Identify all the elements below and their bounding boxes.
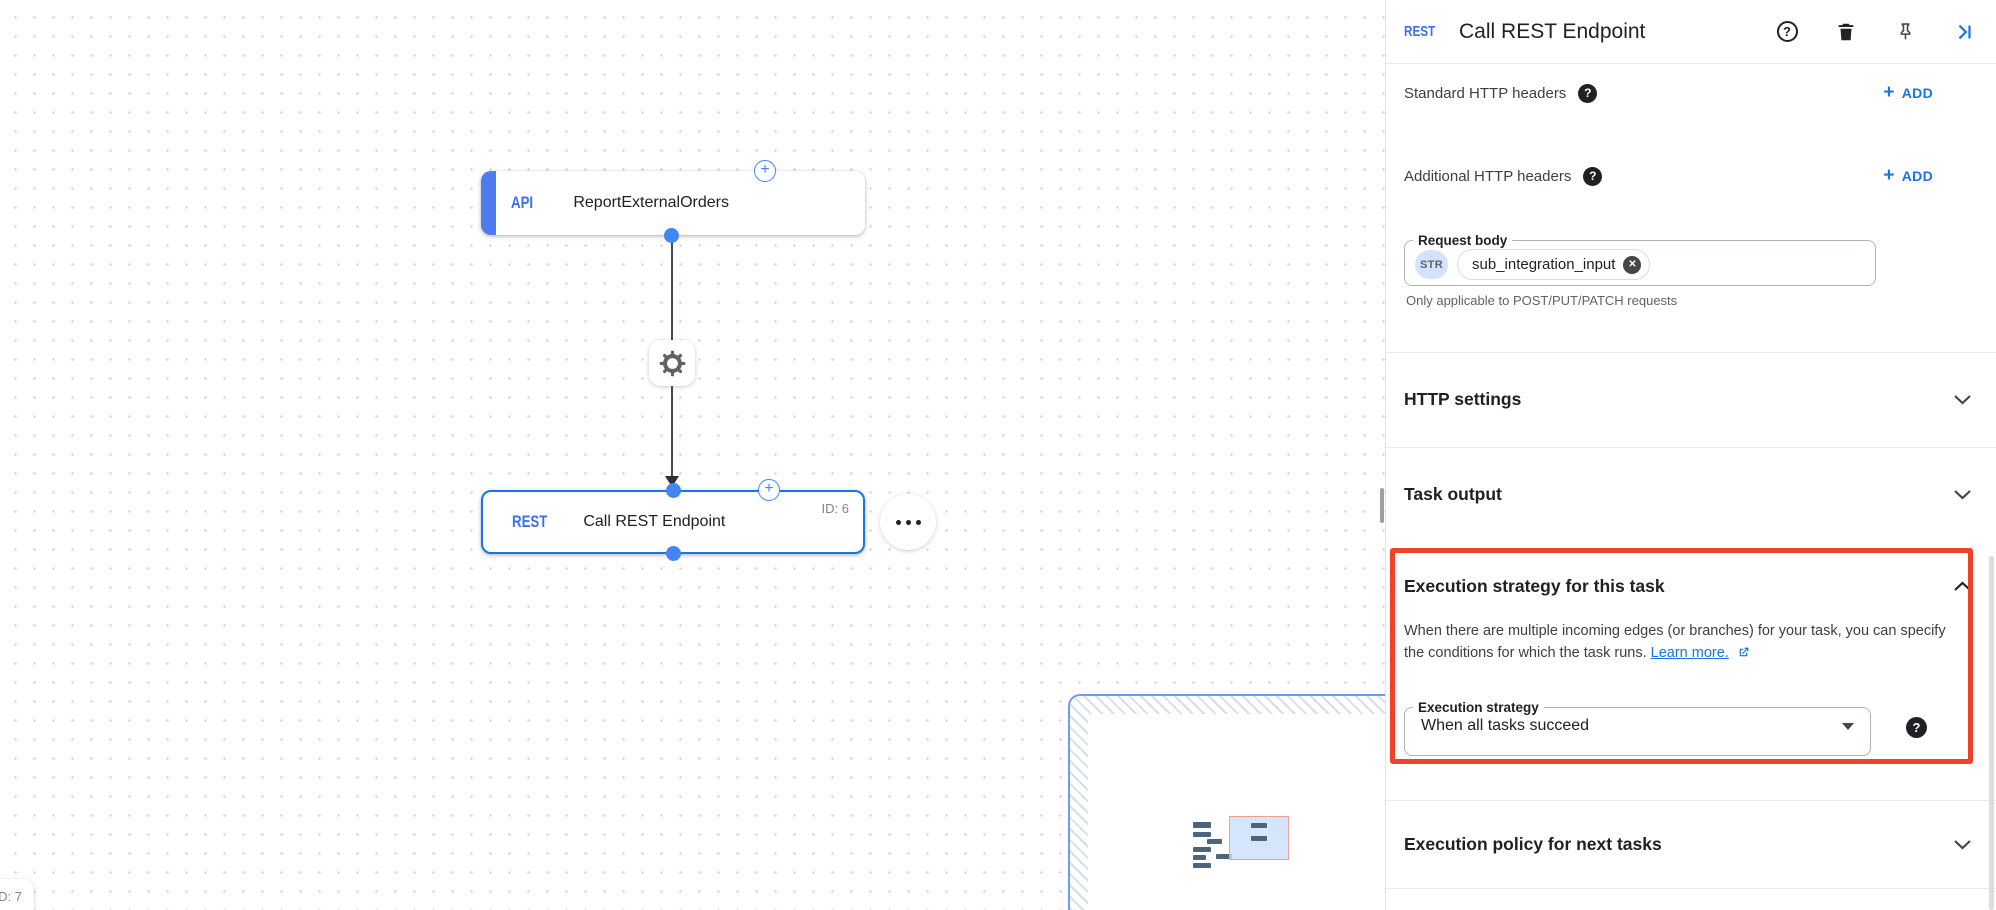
chevron-down-icon [1953,394,1972,405]
node-id-badge: ID: 7 [0,889,22,904]
help-icon: ? [1776,21,1798,42]
panel-title: Call REST Endpoint [1459,19,1646,43]
node-call-rest-endpoint[interactable]: REST Call REST Endpoint ID: 6 + [481,479,865,561]
request-body-field[interactable]: Request body STR sub_integration_input ✕ [1404,233,1876,286]
external-link-icon [1737,646,1750,659]
chevron-up-icon [1953,580,1972,592]
input-port[interactable] [666,483,681,498]
minimap-node-bar [1251,823,1267,828]
node-label: Call REST Endpoint [583,513,726,530]
edge-arrowhead-icon [665,476,679,487]
rest-task-icon: REST [1404,23,1436,40]
dropdown-caret-icon[interactable] [1842,722,1854,730]
panel-scrollbar-thumb[interactable] [1989,556,1994,910]
execution-strategy-help[interactable]: ? [1906,717,1927,738]
minimap-node-bar [1251,836,1267,841]
chevron-down-icon [1953,839,1972,850]
standard-headers-row: Standard HTTP headers ? + ADD [1404,77,1972,109]
add-standard-header-button[interactable]: + ADD [1883,82,1933,103]
remove-variable-icon[interactable]: ✕ [1623,255,1642,274]
api-trigger-icon: API [511,193,534,212]
minimap-node-bar [1207,839,1222,844]
standard-headers-label: Standard HTTP headers [1404,84,1567,102]
execution-strategy-label: Execution strategy [1418,700,1539,715]
additional-headers-label: Additional HTTP headers [1404,167,1572,185]
additional-headers-row: Additional HTTP headers ? + ADD [1404,160,1972,192]
request-body-helper-text: Only applicable to POST/PUT/PATCH reques… [1406,293,1678,308]
panel-header: REST Call REST Endpoint ? [1386,0,1996,64]
collapse-panel-icon [1953,21,1975,43]
output-port[interactable] [666,546,681,561]
add-additional-header-button[interactable]: + ADD [1883,165,1933,186]
node-id-badge: ID: 6 [821,501,849,516]
node-more-options-button[interactable] [880,494,936,550]
minimap-node-bar [1193,855,1206,860]
pin-panel-button[interactable] [1893,20,1917,44]
plus-icon: + [1883,82,1895,103]
minimap-node-bar [1193,863,1211,868]
delete-task-button[interactable] [1834,20,1858,44]
add-edge-button[interactable]: + [758,479,780,501]
edge-settings-button[interactable] [649,340,695,386]
section-http-settings[interactable]: HTTP settings [1404,352,1972,447]
minimap-viewport-rect[interactable] [1229,816,1289,860]
divider [1386,888,1996,889]
section-task-output[interactable]: Task output [1404,447,1972,541]
trigger-accent-bar [481,171,496,235]
minimap-node-bar [1193,847,1211,852]
minimap-node-bar [1193,832,1211,837]
help-icon[interactable]: ? [1578,83,1598,103]
request-body-variable-chip[interactable]: sub_integration_input ✕ [1457,249,1651,280]
execution-strategy-select[interactable]: Execution strategy When all tasks succee… [1404,700,1871,756]
minimap-content [1088,714,1385,910]
integration-canvas[interactable]: API ReportExternalOrders + REST Call RES… [0,0,1385,910]
node-label: ReportExternalOrders [573,194,729,211]
minimap-node-bar [1216,854,1232,859]
help-button[interactable]: ? [1775,20,1799,44]
dot-icon [915,519,921,525]
pin-icon [1895,21,1916,42]
execution-strategy-description: When there are multiple incoming edges (… [1404,623,1946,661]
gear-icon [659,350,686,377]
chevron-down-icon [1953,489,1972,500]
add-edge-button[interactable]: + [754,160,776,182]
task-config-panel: REST Call REST Endpoint ? [1385,0,1996,910]
learn-more-link[interactable]: Learn more. [1650,645,1729,661]
dot-icon [905,519,911,525]
divider [1386,352,1996,353]
section-execution-strategy[interactable]: Execution strategy for this task [1404,562,1972,610]
type-chip-str: STR [1415,250,1448,279]
request-body-label: Request body [1418,233,1508,248]
canvas-minimap[interactable] [1068,694,1385,910]
node-report-external-orders[interactable]: API ReportExternalOrders + [481,160,865,243]
help-icon[interactable]: ? [1583,166,1603,186]
trash-icon [1835,21,1857,43]
plus-icon: + [1883,165,1895,186]
minimap-node-bar [1193,822,1211,828]
rest-task-icon: REST [512,512,548,531]
section-execution-policy[interactable]: Execution policy for next tasks [1404,800,1972,888]
help-icon: ? [1906,717,1927,738]
dot-icon [895,519,901,525]
divider [1386,800,1996,801]
panel-left-scrollbar-thumb[interactable] [1380,488,1384,523]
node-partial-bottom-left[interactable]: ID: 7 [0,879,34,910]
output-port[interactable] [664,228,679,243]
divider [1386,447,1996,448]
execution-strategy-value: When all tasks succeed [1421,717,1590,734]
collapse-panel-button[interactable] [1952,20,1976,44]
